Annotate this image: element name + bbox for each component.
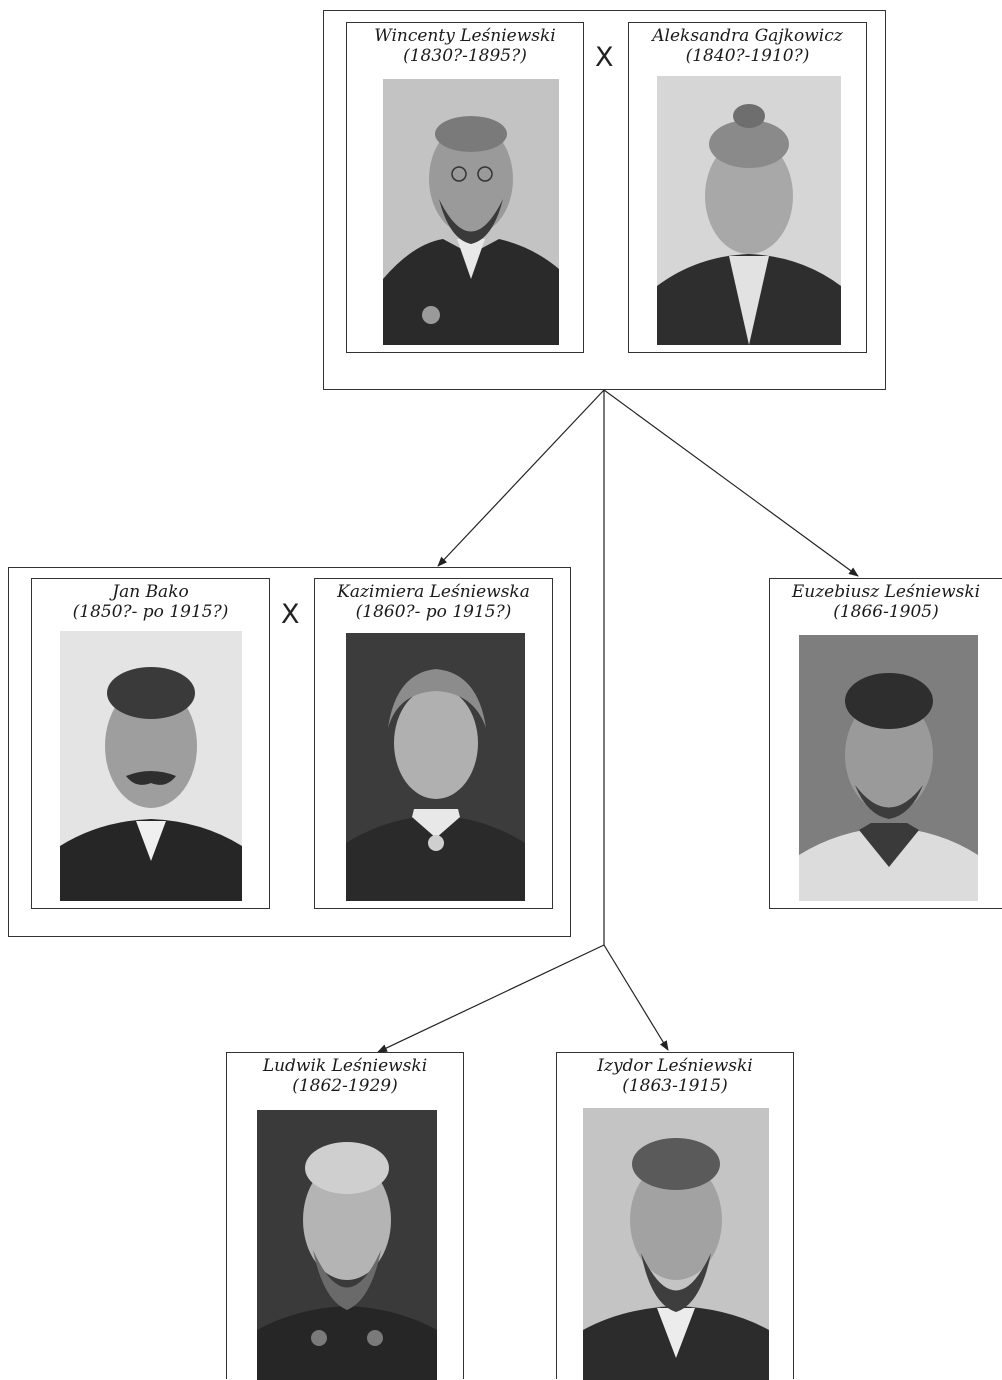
person-card-aleksandra: Aleksandra Gajkowicz (1840?-1910?) [628, 22, 867, 353]
person-dates: (1866-1905) [833, 602, 939, 622]
portrait-photo [60, 631, 242, 901]
person-card-kazimiera: Kazimiera Leśniewska (1860?- po 1915?) [314, 578, 553, 909]
person-name: Aleksandra Gajkowicz [652, 26, 843, 46]
person-dates: (1830?-1895?) [403, 46, 527, 66]
person-name: Euzebiusz Leśniewski [791, 582, 981, 602]
portrait-photo [799, 635, 978, 901]
person-dates: (1860?- po 1915?) [355, 602, 512, 622]
person-card-jan-bako: Jan Bako (1850?- po 1915?) [31, 578, 270, 909]
arrow-to-kazimiera [437, 389, 605, 567]
person-name: Ludwik Leśniewski [262, 1056, 428, 1076]
arrow-to-izydor [603, 944, 669, 1051]
person-dates: (1850?- po 1915?) [72, 602, 229, 622]
person-dates: (1840?-1910?) [685, 46, 810, 66]
arrow-to-ludwik [377, 944, 605, 1053]
person-card-wincenty: Wincenty Leśniewski (1830?-1895?) [346, 22, 584, 353]
portrait-photo [383, 79, 559, 345]
person-name: Izydor Leśniewski [597, 1056, 753, 1076]
person-name: Jan Bako [112, 582, 189, 602]
person-card-ludwik: Ludwik Leśniewski (1862-1929) [226, 1052, 464, 1380]
person-dates: (1862-1929) [292, 1076, 398, 1096]
arrow-to-euzebiusz [603, 389, 859, 577]
portrait-photo [346, 633, 525, 901]
portrait-photo [257, 1110, 437, 1380]
person-name: Kazimiera Leśniewska [337, 582, 530, 602]
portrait-photo [583, 1108, 769, 1380]
marriage-symbol: X [595, 42, 614, 73]
person-card-izydor: Izydor Leśniewski (1863-1915) [556, 1052, 794, 1380]
person-card-euzebiusz: Euzebiusz Leśniewski (1866-1905) [769, 578, 1002, 909]
portrait-photo [657, 76, 841, 345]
person-name: Wincenty Leśniewski [374, 26, 556, 46]
marriage-symbol: X [281, 599, 300, 630]
person-dates: (1863-1915) [622, 1076, 728, 1096]
